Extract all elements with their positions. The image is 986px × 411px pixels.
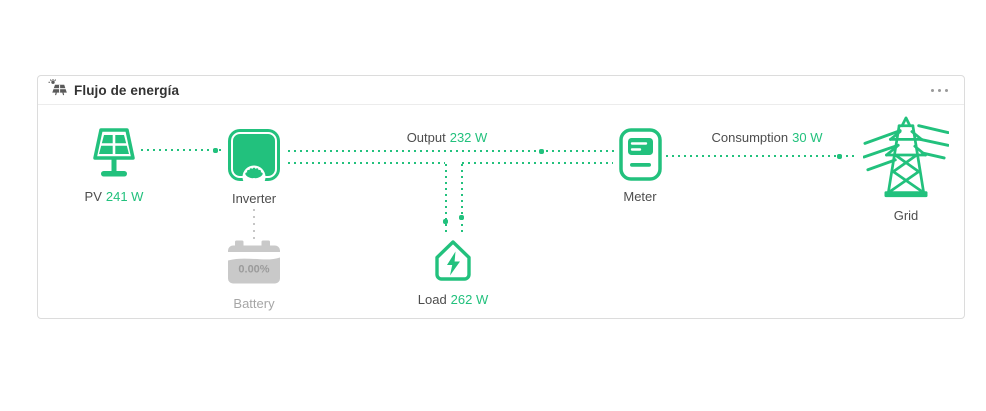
meter-icon <box>618 128 662 186</box>
flow-dot <box>213 148 218 153</box>
inverter-icon <box>226 127 282 189</box>
flow-dot <box>539 149 544 154</box>
meter-node: Meter <box>600 128 680 204</box>
grid-node: Grid <box>860 114 952 223</box>
flow-line-meter-load-right <box>462 162 613 164</box>
inverter-label: Inverter <box>231 191 277 206</box>
flow-line-meter-grid <box>666 155 858 157</box>
solar-panel-icon <box>48 78 68 101</box>
flow-line-pv-inverter <box>141 149 225 151</box>
flow-line-inverter-load-left <box>288 162 445 164</box>
battery-label: Battery <box>233 296 275 311</box>
flow-line-inverter-meter-top <box>288 150 614 152</box>
grid-label: Grid <box>893 208 919 223</box>
battery-node: 0.00% Battery <box>214 239 294 311</box>
flow-line-load-branch-right <box>461 164 463 233</box>
flow-dot <box>443 219 448 224</box>
battery-icon: 0.00% <box>225 239 283 293</box>
flow-dot <box>459 215 464 220</box>
card-header: Flujo de energía <box>38 76 964 105</box>
card-title: Flujo de energía <box>74 82 180 98</box>
battery-soc-text: 0.00% <box>238 264 269 276</box>
energy-flow-card: Flujo de energía <box>37 75 965 319</box>
more-options-button[interactable] <box>929 85 950 96</box>
transmission-tower-icon <box>862 114 950 205</box>
house-lightning-icon <box>429 236 477 289</box>
solar-panel-icon <box>88 127 140 186</box>
inverter-node: Inverter <box>214 127 294 206</box>
flow-line-load-branch-left <box>445 164 447 233</box>
meter-label: Meter <box>623 189 657 204</box>
flow-line-inverter-battery <box>253 209 255 239</box>
flow-dot <box>837 154 842 159</box>
